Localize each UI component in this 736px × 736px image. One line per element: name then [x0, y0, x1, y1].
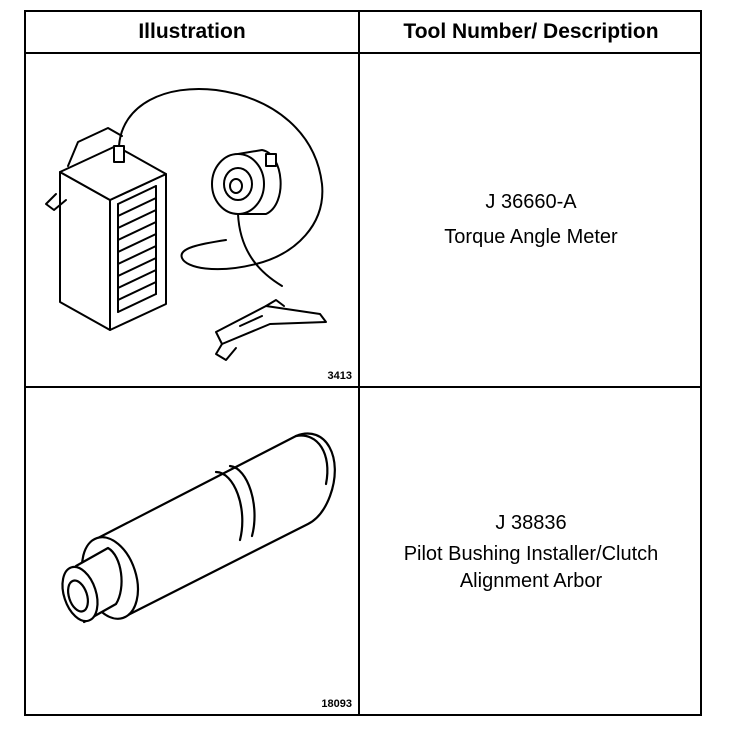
row-divider [26, 386, 700, 388]
figure-number: 18093 [321, 698, 352, 710]
header-illustration: Illustration [138, 20, 246, 43]
tool-table: Illustration Tool Number/ Description [24, 10, 702, 716]
illustration-cell-torque-angle-meter: 3413 [26, 54, 358, 386]
tool-description-line: Pilot Bushing Installer/Clutch [403, 542, 659, 565]
tool-description-line: Alignment Arbor [459, 569, 603, 592]
torque-angle-meter-icon [45, 88, 327, 361]
illustration-cell-alignment-arbor: 18093 [26, 388, 358, 716]
tool-number: J 36660-A [485, 191, 577, 213]
tool-number: J 38836 [495, 511, 567, 534]
header-tool-description: Tool Number/ Description [403, 20, 659, 43]
description-cell-alignment-arbor: J 38836 Pilot Bushing Installer/Clutch A… [360, 388, 702, 716]
figure-number: 3413 [327, 370, 352, 382]
tool-description-line: Torque Angle Meter [444, 226, 618, 248]
header-divider [26, 52, 700, 54]
clutch-alignment-arbor-icon [61, 432, 336, 624]
description-cell-torque-angle-meter: J 36660-A Torque Angle Meter [360, 54, 702, 386]
column-divider [358, 12, 360, 714]
